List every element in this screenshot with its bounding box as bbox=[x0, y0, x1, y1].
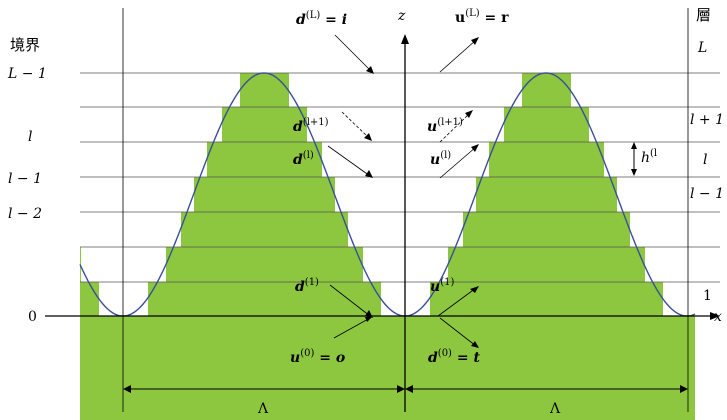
period-left-label: Λ bbox=[257, 401, 269, 417]
layer-block bbox=[181, 212, 348, 247]
layer-block bbox=[80, 282, 99, 316]
arrow-d1 bbox=[329, 284, 371, 317]
arrowhead-dl bbox=[365, 170, 373, 178]
label-ulp1: u(l+1) bbox=[427, 117, 463, 135]
layer-label-l+1: l + 1 bbox=[690, 112, 724, 128]
thickness-arrowhead-down bbox=[631, 169, 637, 176]
label-dl: d(l) bbox=[293, 150, 314, 168]
arrowhead-ulp1 bbox=[465, 110, 473, 118]
thickness-label: h(l bbox=[641, 148, 657, 166]
arrow-uL bbox=[439, 39, 477, 73]
arrowhead-u0 bbox=[365, 316, 373, 322]
arrow-u0 bbox=[333, 317, 371, 339]
layer-block bbox=[489, 142, 604, 177]
arrowhead-u1 bbox=[470, 286, 479, 293]
arrow-ulp1 bbox=[439, 112, 471, 143]
label-u1: u(1) bbox=[430, 277, 454, 295]
layer-block bbox=[476, 177, 617, 212]
label-ul: u(l) bbox=[430, 150, 451, 168]
arrowhead-ul bbox=[471, 144, 479, 152]
arrow-u1 bbox=[437, 287, 477, 317]
label-d0: d(0) = t bbox=[428, 348, 480, 366]
label-dL: d(L) = i bbox=[296, 10, 347, 28]
grating-profile-curve bbox=[79, 72, 696, 317]
boundary-header: 境界 bbox=[10, 36, 40, 54]
layer-label-1: 1 bbox=[703, 288, 712, 304]
arrow-d0 bbox=[439, 317, 477, 347]
arrowhead-dL bbox=[366, 66, 374, 74]
arrow-ul bbox=[439, 146, 477, 179]
period-left-arrowhead-l bbox=[123, 385, 131, 393]
period-left-arrowhead-r bbox=[397, 385, 405, 393]
layer-label-L: L bbox=[697, 40, 707, 56]
substrate bbox=[80, 316, 695, 420]
label-dlp1: d(l+1) bbox=[293, 117, 329, 135]
layer-block bbox=[504, 107, 589, 142]
boundary-label-0: 0 bbox=[28, 309, 37, 325]
boundary-label-L-1: L − 1 bbox=[7, 66, 47, 82]
layer-block bbox=[463, 212, 630, 247]
z-axis-label: z bbox=[397, 8, 406, 24]
arrow-dL bbox=[334, 34, 372, 72]
arrowhead-d1 bbox=[365, 310, 373, 318]
period-right-arrowhead-r bbox=[680, 385, 688, 393]
period-right-label: Λ bbox=[549, 401, 561, 417]
label-uL: u(L) = r bbox=[455, 8, 509, 26]
arrow-dlp1 bbox=[341, 111, 370, 139]
layer-block bbox=[522, 73, 571, 107]
layer-block bbox=[194, 177, 335, 212]
layer-label-l: l bbox=[703, 152, 707, 168]
boundary-label-l: l bbox=[28, 129, 32, 145]
layer-block bbox=[148, 282, 381, 316]
arrowhead-d0 bbox=[471, 341, 479, 348]
layer-label-l-1: l − 1 bbox=[690, 186, 724, 202]
arrowhead-uL bbox=[471, 37, 479, 45]
x-axis-label: x bbox=[714, 309, 722, 325]
period-right-arrowhead-l bbox=[405, 385, 413, 393]
arrow-dl bbox=[327, 145, 371, 177]
layer-block bbox=[222, 107, 307, 142]
x-axis-arrowhead bbox=[710, 312, 720, 320]
z-axis-arrowhead bbox=[401, 34, 409, 44]
layer-stack bbox=[80, 73, 695, 420]
boundary-label-l-1: l − 1 bbox=[8, 171, 42, 187]
thickness-arrowhead-up bbox=[631, 142, 637, 149]
boundary-label-l-2: l − 2 bbox=[8, 206, 42, 222]
arrowhead-dlp1 bbox=[364, 133, 372, 141]
label-u0: u(0) = o bbox=[290, 348, 345, 366]
boundary-lines bbox=[80, 72, 720, 283]
layer-block bbox=[240, 73, 289, 107]
layer-block bbox=[207, 142, 322, 177]
layer-block bbox=[448, 247, 645, 282]
label-d1: d(1) bbox=[295, 277, 319, 295]
layer-header: 層 bbox=[696, 6, 711, 24]
layer-block bbox=[430, 282, 663, 316]
layer-block bbox=[166, 247, 363, 282]
